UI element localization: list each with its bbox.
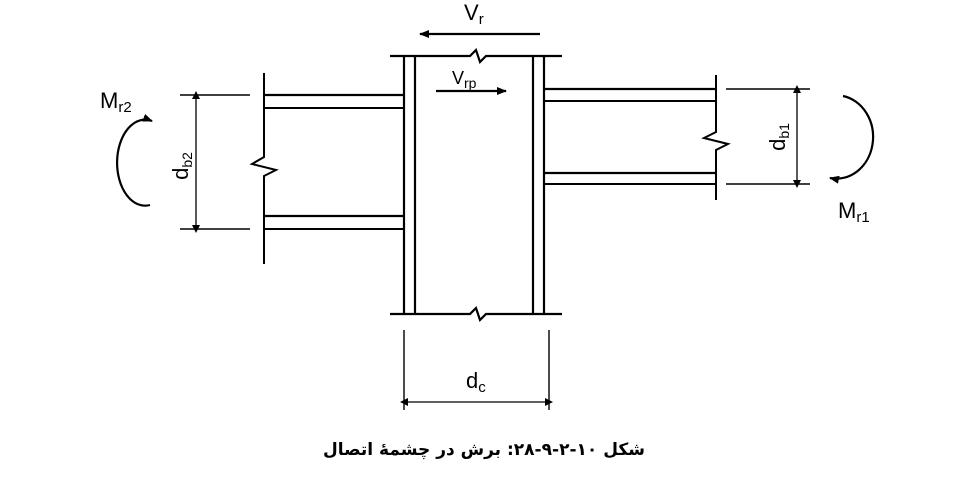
mr1-label: Mr1 [838, 198, 870, 226]
left-beam [249, 73, 404, 264]
dimension-dc [400, 330, 553, 410]
db2-label: db2 [168, 152, 195, 180]
db1-label: db1 [765, 123, 792, 151]
left-beam-break-line [249, 73, 279, 264]
column-bottom-break-line [390, 305, 562, 323]
dc-label: dc [466, 368, 486, 396]
dimension-db2 [180, 91, 250, 233]
mr2-label: Mr2 [100, 88, 132, 116]
mr2-moment-arrow [115, 114, 153, 207]
vr-label: Vr [464, 0, 484, 28]
right-beam [544, 75, 731, 200]
right-beam-break-line [701, 75, 731, 200]
dimension-db1 [726, 85, 810, 188]
column-top-break-line [390, 47, 562, 65]
vrp-label: Vrp [452, 68, 477, 91]
figure-caption: شکل ۱۰-۲-۹-۲۸: برش در چشمهٔ اتصال [323, 440, 645, 460]
mr1-moment-arrow [829, 94, 875, 184]
